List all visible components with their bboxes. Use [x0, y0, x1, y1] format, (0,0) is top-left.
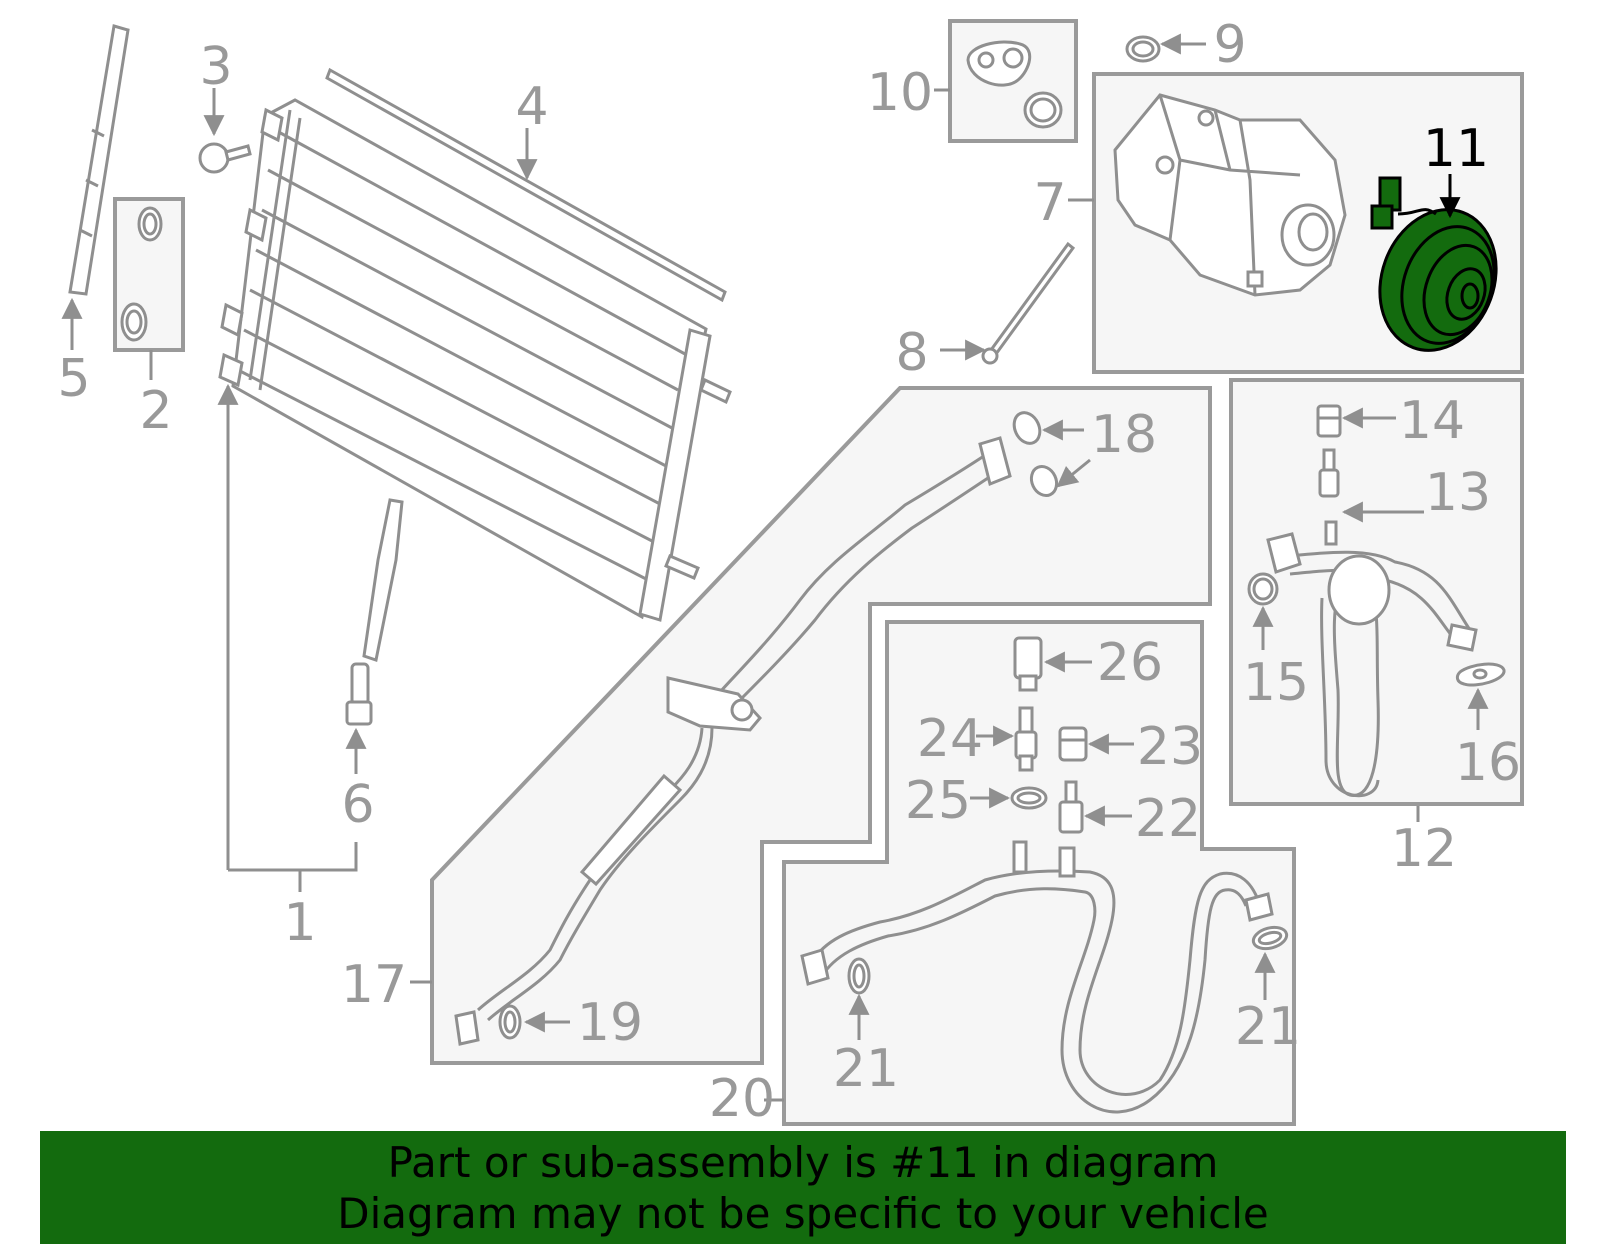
bolt [198, 142, 252, 174]
callout-5: 5 [57, 349, 90, 409]
callout-8: 8 [895, 323, 928, 383]
oring-18b [1029, 464, 1059, 498]
condenser [218, 98, 732, 622]
callout-16: 16 [1455, 733, 1521, 793]
discharge-line-17 [454, 436, 1012, 1046]
panel-20 [782, 620, 1296, 1126]
cap-14 [1316, 404, 1342, 438]
callout-26: 26 [1097, 633, 1163, 693]
oring-9 [1125, 35, 1161, 63]
leader-lines [61, 33, 1489, 1102]
callout-21-left: 21 [833, 1039, 899, 1099]
callout-9: 9 [1213, 15, 1246, 75]
callout-15: 15 [1243, 653, 1309, 713]
callout-13: 13 [1425, 463, 1491, 523]
stud-8 [981, 241, 1076, 365]
oring-19 [498, 1004, 522, 1040]
callout-11-highlighted: 11 [1423, 119, 1489, 179]
callout-25: 25 [905, 771, 971, 831]
callout-10: 10 [867, 63, 933, 123]
oring-21a [847, 957, 871, 995]
callout-14: 14 [1399, 391, 1465, 451]
callout-1: 1 [283, 893, 316, 953]
callout-3: 3 [199, 37, 232, 97]
clutch-assembly [1370, 176, 1498, 352]
oring-18a [1012, 411, 1042, 445]
callout-24: 24 [917, 709, 983, 769]
callout-12: 12 [1391, 819, 1457, 879]
side-seal [68, 24, 130, 296]
drier-element [345, 498, 404, 726]
seal-strip [325, 67, 727, 303]
callout-20: 20 [709, 1069, 775, 1129]
switch-26 [1013, 636, 1043, 692]
callout-21-right: 21 [1235, 997, 1301, 1057]
gasket-16 [1455, 662, 1506, 687]
callout-6: 6 [341, 775, 374, 835]
callout-4: 4 [515, 77, 548, 137]
switch-22 [1058, 780, 1084, 834]
banner-line-disclaimer: Diagram may not be specific to your vehi… [337, 1189, 1269, 1238]
liquid-line-20 [800, 840, 1274, 1114]
compressor [1113, 93, 1347, 297]
banner-line-part: Part or sub-assembly is #11 in diagram [387, 1138, 1219, 1187]
callout-7: 7 [1033, 173, 1066, 233]
callout-19: 19 [577, 993, 643, 1053]
panel-2-orings [120, 206, 163, 342]
oring-15 [1247, 572, 1279, 606]
callout-17: 17 [341, 955, 407, 1015]
valve-13 [1318, 448, 1340, 498]
callout-22: 22 [1135, 789, 1201, 849]
cap-23 [1058, 726, 1088, 762]
manifold-gasket [966, 40, 1063, 129]
info-banner: Part or sub-assembly is #11 in diagram D… [40, 1131, 1566, 1244]
callout-23: 23 [1137, 717, 1203, 777]
suction-line-12 [1266, 520, 1478, 798]
valve-24 [1014, 706, 1038, 772]
panel-17 [430, 386, 1212, 1065]
callout-18: 18 [1091, 405, 1157, 465]
callout-2: 2 [139, 381, 172, 441]
oring-21b [1251, 925, 1289, 951]
oring-25 [1010, 786, 1048, 810]
